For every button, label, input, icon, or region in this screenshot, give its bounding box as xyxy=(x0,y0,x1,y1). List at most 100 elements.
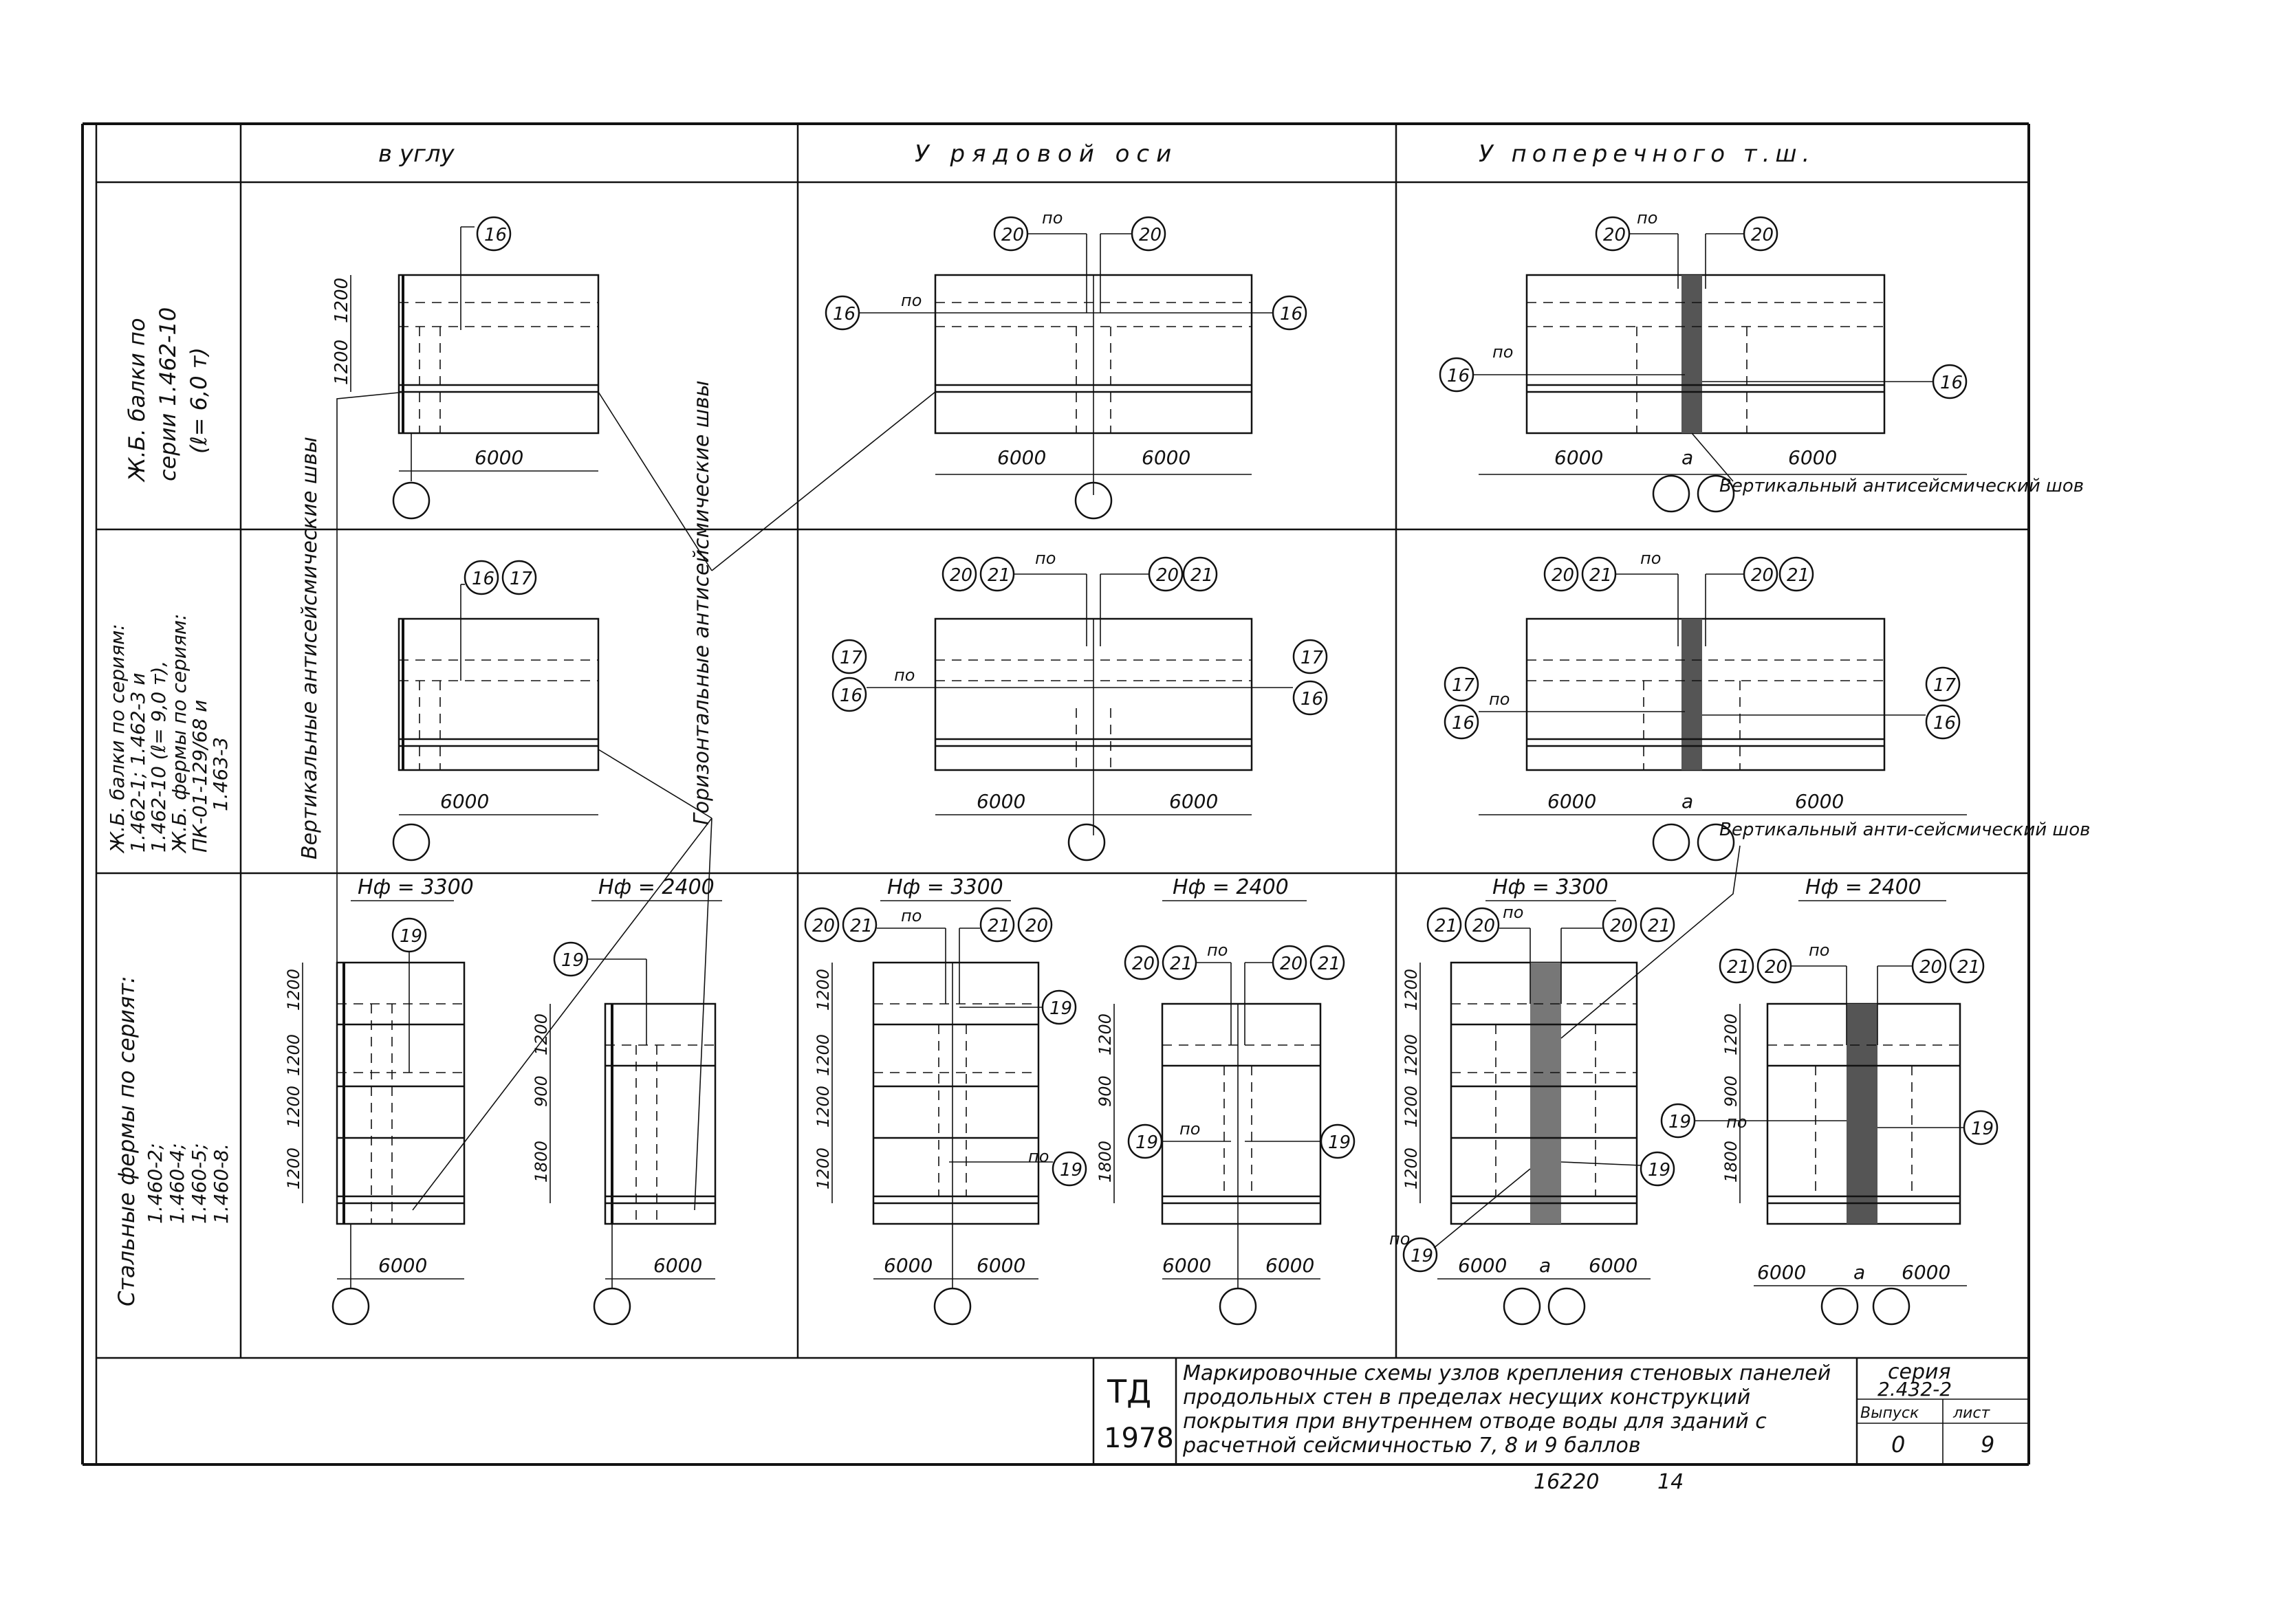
svg-text:Ж.Б. балки по: Ж.Б. балки по xyxy=(124,318,150,483)
svg-text:17: 17 xyxy=(1933,675,1957,696)
svg-text:1200: 1200 xyxy=(1402,1034,1421,1076)
node-r3-corner-3300: Hф = 3300 1200 1200 1200 1200 6000 19 xyxy=(284,875,474,1326)
col-header-corner: в углу xyxy=(378,140,455,168)
svg-text:6000: 6000 xyxy=(977,1254,1025,1277)
svg-text:17: 17 xyxy=(840,648,863,668)
svg-text:19: 19 xyxy=(1060,1160,1082,1181)
svg-text:21: 21 xyxy=(1190,565,1213,586)
svg-text:16: 16 xyxy=(833,304,856,325)
svg-text:1200: 1200 xyxy=(814,1148,833,1189)
svg-text:19: 19 xyxy=(1135,1132,1158,1153)
svg-text:по: по xyxy=(1637,208,1657,228)
series-label: серия xyxy=(1888,1360,1951,1384)
svg-text:20: 20 xyxy=(1280,954,1303,974)
svg-text:6000: 6000 xyxy=(1265,1254,1314,1277)
svg-text:17: 17 xyxy=(1452,675,1475,696)
svg-text:16: 16 xyxy=(1280,304,1303,325)
svg-text:Hф = 2400: Hф = 2400 xyxy=(1173,875,1289,899)
svg-text:16: 16 xyxy=(1452,713,1474,734)
sheet-value: 9 xyxy=(1981,1431,1994,1458)
series-number: 2.432-2 xyxy=(1877,1378,1952,1401)
svg-text:1200: 1200 xyxy=(1721,1013,1741,1055)
node-r2-transverse: 6000 а 6000 17 16 по 17 16 20 21 по 20 2… xyxy=(1444,549,2090,862)
title-block: ТД 1978 Маркировочные схемы узлов крепле… xyxy=(1092,1358,2029,1464)
svg-text:20: 20 xyxy=(1139,225,1162,245)
svg-text:900: 900 xyxy=(1096,1075,1115,1107)
svg-text:1200: 1200 xyxy=(331,278,352,323)
svg-text:Ж.Б. фермы по сериям:: Ж.Б. фермы по сериям: xyxy=(168,614,190,854)
svg-text:21: 21 xyxy=(1957,957,1980,978)
svg-text:21: 21 xyxy=(1435,916,1457,936)
svg-text:19: 19 xyxy=(400,926,422,947)
svg-text:6000: 6000 xyxy=(1788,446,1837,469)
svg-text:1.462-10 (ℓ= 9,0 т),: 1.462-10 (ℓ= 9,0 т), xyxy=(147,661,170,853)
horizontal-seams-label: Горизонтальные антисейсмические швы xyxy=(690,380,714,825)
row-header-2: Ж.Б. балки по сериям: 1.462-1; 1.462-3 и… xyxy=(106,614,232,854)
svg-text:20: 20 xyxy=(1610,916,1633,936)
svg-text:6000: 6000 xyxy=(1795,790,1844,813)
svg-text:1.460-4;: 1.460-4; xyxy=(166,1143,188,1224)
svg-text:Hф = 2400: Hф = 2400 xyxy=(598,875,715,899)
col-header-row-axis: У рядовой оси xyxy=(915,140,1178,168)
svg-text:6000: 6000 xyxy=(1902,1261,1950,1284)
svg-text:20: 20 xyxy=(1025,916,1048,936)
node-r3-transverse-2400: Hф = 2400 1200 900 1800 6000 а 6000 21 2… xyxy=(1660,875,1999,1326)
svg-text:1200: 1200 xyxy=(814,1034,833,1076)
svg-text:а: а xyxy=(1681,790,1693,813)
svg-text:21: 21 xyxy=(1648,916,1670,936)
svg-text:а: а xyxy=(1853,1261,1865,1284)
svg-text:по: по xyxy=(1489,690,1510,709)
svg-text:19: 19 xyxy=(1648,1160,1670,1181)
node-r1-corner: 1200 1200 6000 16 xyxy=(331,216,600,520)
svg-text:20: 20 xyxy=(1156,565,1179,586)
svg-text:19: 19 xyxy=(1668,1112,1691,1132)
svg-text:по: по xyxy=(1503,903,1523,922)
node-r1-transverse: 6000 а 6000 16 по 16 20 по 20 Вертикальн… xyxy=(1439,208,2084,513)
svg-text:6000: 6000 xyxy=(653,1254,702,1277)
svg-text:по: по xyxy=(1207,941,1228,960)
svg-text:по: по xyxy=(1179,1119,1200,1139)
svg-text:(ℓ= 6,0 т): (ℓ= 6,0 т) xyxy=(186,347,212,454)
svg-text:20: 20 xyxy=(812,916,835,936)
svg-text:1.460-2;: 1.460-2; xyxy=(144,1143,166,1224)
node-r3-corner-2400: Hф = 2400 1200 900 1800 6000 19 xyxy=(532,875,722,1326)
svg-text:20: 20 xyxy=(1751,225,1774,245)
svg-text:6000: 6000 xyxy=(1458,1254,1507,1277)
svg-text:21: 21 xyxy=(850,916,873,936)
svg-text:1.460-8.: 1.460-8. xyxy=(210,1143,232,1224)
svg-text:1200: 1200 xyxy=(1402,1086,1421,1128)
node-r2-corner: 6000 16 17 xyxy=(392,560,600,862)
svg-text:6000: 6000 xyxy=(977,790,1025,813)
svg-text:по: по xyxy=(901,291,922,310)
td-mark: ТД xyxy=(1107,1373,1151,1410)
svg-text:1.462-1; 1.462-3 и: 1.462-1; 1.462-3 и xyxy=(127,672,149,853)
svg-text:Hф = 2400: Hф = 2400 xyxy=(1805,875,1922,899)
issue-label: Выпуск xyxy=(1860,1405,1919,1422)
svg-text:Стальные фермы по серият:: Стальные фермы по серият: xyxy=(113,976,140,1306)
svg-text:1200: 1200 xyxy=(284,1034,303,1076)
stamp-number: 16220 xyxy=(1534,1470,1599,1494)
td-year: 1978 xyxy=(1104,1423,1174,1454)
svg-text:19: 19 xyxy=(561,950,584,971)
svg-text:1800: 1800 xyxy=(1096,1141,1115,1183)
svg-text:21: 21 xyxy=(1727,957,1750,978)
svg-text:20: 20 xyxy=(1919,957,1942,978)
svg-text:21: 21 xyxy=(1589,565,1612,586)
svg-text:6000: 6000 xyxy=(1554,446,1603,469)
svg-text:Ж.Б. балки по сериям:: Ж.Б. балки по сериям: xyxy=(106,624,129,854)
svg-text:21: 21 xyxy=(1787,565,1809,586)
svg-text:Hф = 3300: Hф = 3300 xyxy=(887,875,1003,899)
svg-text:16: 16 xyxy=(484,225,507,245)
issue-value: 0 xyxy=(1891,1431,1905,1458)
svg-text:1200: 1200 xyxy=(284,1086,303,1128)
svg-text:1800: 1800 xyxy=(1721,1141,1741,1183)
svg-text:6000: 6000 xyxy=(1589,1254,1637,1277)
svg-text:по: по xyxy=(1809,941,1829,960)
svg-text:6000: 6000 xyxy=(475,446,523,469)
svg-text:20: 20 xyxy=(950,565,972,586)
svg-text:Вертикальный антисейсмический: Вертикальный антисейсмический шов xyxy=(1719,476,2084,496)
svg-text:6000: 6000 xyxy=(1547,790,1596,813)
svg-text:1200: 1200 xyxy=(1402,1148,1421,1189)
svg-text:19: 19 xyxy=(1971,1119,1994,1139)
